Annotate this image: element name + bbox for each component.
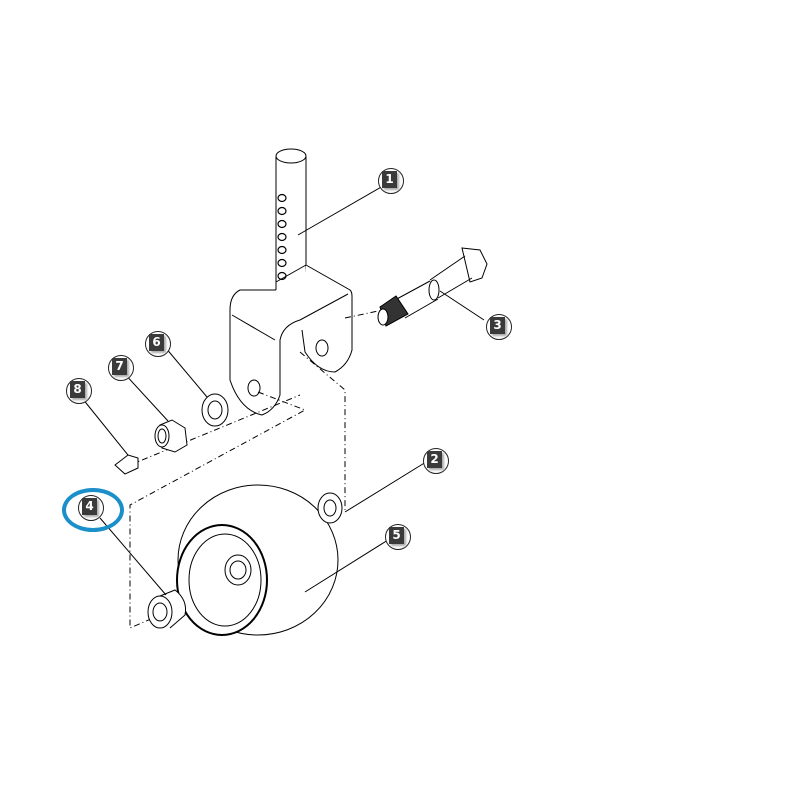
callout-6[interactable]: 6 xyxy=(145,331,171,357)
callout-label: 1 xyxy=(382,171,397,188)
wheel-5 xyxy=(176,484,339,636)
callout-8[interactable]: 8 xyxy=(66,378,92,404)
callout-5[interactable]: 5 xyxy=(385,524,411,550)
lock-nut-7 xyxy=(154,419,188,453)
callout-label: 2 xyxy=(427,451,442,468)
grease-fitting-8 xyxy=(114,454,139,475)
leader-lines xyxy=(81,185,485,596)
center-lines xyxy=(129,309,384,629)
washer-6 xyxy=(201,393,229,427)
callout-7[interactable]: 7 xyxy=(108,355,134,381)
spacer-4 xyxy=(147,589,186,629)
caster-pin xyxy=(275,148,307,299)
callout-label: 6 xyxy=(149,334,164,351)
highlight-circle-part-4 xyxy=(62,488,124,532)
callout-label: 5 xyxy=(389,527,404,544)
callout-label: 3 xyxy=(490,317,505,334)
axle-bolt xyxy=(377,247,488,327)
callout-label: 7 xyxy=(112,358,127,375)
callout-1[interactable]: 1 xyxy=(378,168,404,194)
callout-3[interactable]: 3 xyxy=(486,314,512,340)
callout-label: 8 xyxy=(70,381,85,398)
callout-2[interactable]: 2 xyxy=(423,448,449,474)
washer-2 xyxy=(317,492,343,524)
fork-bracket xyxy=(229,264,353,416)
